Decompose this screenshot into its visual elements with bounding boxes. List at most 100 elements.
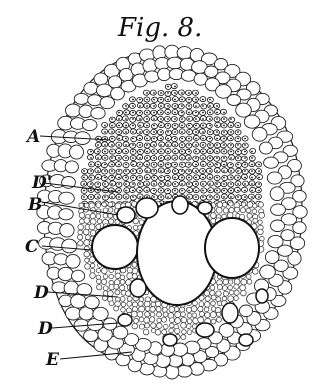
- cell-nucleus: [111, 177, 113, 179]
- cell-nucleus: [90, 170, 92, 172]
- vessel-left: [92, 225, 138, 269]
- cell-nucleus: [195, 151, 197, 153]
- cell-nucleus: [223, 144, 225, 146]
- parenchyma-cell: [241, 290, 247, 296]
- parenchyma-cell: [246, 275, 251, 280]
- epidermal-cell: [79, 105, 93, 118]
- cell-nucleus: [174, 92, 176, 94]
- parenchyma-cell: [163, 312, 168, 317]
- parenchyma-cell: [260, 236, 265, 241]
- cell-nucleus: [251, 177, 253, 179]
- cell-nucleus: [188, 92, 190, 94]
- parenchyma-cell: [181, 323, 187, 329]
- cell-nucleus: [153, 164, 155, 166]
- cell-nucleus: [132, 183, 134, 185]
- cell-nucleus: [258, 177, 260, 179]
- cell-nucleus: [167, 183, 169, 185]
- parenchyma-cell: [90, 273, 96, 279]
- cell-nucleus: [167, 151, 169, 153]
- cell-nucleus: [174, 105, 176, 107]
- cell-nucleus: [195, 177, 197, 179]
- cell-nucleus: [160, 105, 162, 107]
- cell-nucleus: [132, 151, 134, 153]
- parenchyma-cell: [210, 312, 216, 318]
- cell-nucleus: [230, 118, 232, 120]
- parenchyma-cell: [198, 317, 204, 323]
- parenchyma-cell: [109, 274, 114, 279]
- parenchyma-cell: [102, 202, 107, 207]
- epidermal-cell: [91, 108, 105, 119]
- cell-nucleus: [174, 170, 176, 172]
- cell-nucleus: [181, 151, 183, 153]
- cell-nucleus: [139, 170, 141, 172]
- parenchyma-cell: [162, 330, 167, 335]
- parenchyma-cell: [211, 319, 216, 324]
- cell-nucleus: [104, 164, 106, 166]
- cell-nucleus: [202, 183, 204, 185]
- cell-nucleus: [111, 144, 113, 146]
- parenchyma-cell: [151, 323, 156, 328]
- parenchyma-cell: [96, 268, 100, 272]
- parenchyma-cell: [85, 258, 89, 262]
- cell-nucleus: [174, 112, 176, 114]
- cell-nucleus: [181, 105, 183, 107]
- parenchyma-cell: [132, 323, 138, 329]
- mesh-cell: [87, 155, 93, 160]
- parenchyma-cell: [217, 285, 222, 290]
- cell-nucleus: [251, 164, 253, 166]
- cell-nucleus: [104, 144, 106, 146]
- mesh-cell: [222, 168, 228, 173]
- epidermal-cell: [260, 265, 276, 279]
- cell-nucleus: [244, 196, 246, 198]
- cell-nucleus: [202, 177, 204, 179]
- parenchyma-cell: [182, 330, 187, 335]
- cell-nucleus: [181, 138, 183, 140]
- cell-nucleus: [202, 99, 204, 101]
- parenchyma-cell: [108, 202, 113, 207]
- cell-nucleus: [209, 138, 211, 140]
- parenchyma-cell: [138, 301, 143, 306]
- cell-nucleus: [153, 92, 155, 94]
- cell-nucleus: [132, 125, 134, 127]
- cell-nucleus: [139, 183, 141, 185]
- parenchyma-cell: [96, 214, 101, 219]
- cell-nucleus: [118, 138, 120, 140]
- mesh-cell: [101, 176, 107, 181]
- cell-nucleus: [174, 99, 176, 101]
- parenchyma-cell: [234, 279, 240, 285]
- parenchyma-cell: [145, 323, 150, 328]
- cell-nucleus: [160, 196, 162, 198]
- cell-nucleus: [209, 196, 211, 198]
- cell-nucleus: [251, 190, 253, 192]
- cell-nucleus: [160, 170, 162, 172]
- mesh-cell: [145, 168, 151, 173]
- parenchyma-cell: [180, 307, 185, 312]
- cell-nucleus: [202, 125, 204, 127]
- cell-nucleus: [216, 164, 218, 166]
- epidermal-cell: [58, 267, 73, 280]
- parenchyma-cell: [85, 264, 91, 270]
- cell-nucleus: [118, 151, 120, 153]
- cell-nucleus: [223, 125, 225, 127]
- cell-nucleus: [139, 118, 141, 120]
- cell-nucleus: [223, 190, 225, 192]
- cell-nucleus: [188, 144, 190, 146]
- parenchyma-cell: [156, 307, 161, 312]
- cell-nucleus: [118, 112, 120, 114]
- parenchyma-cell: [164, 324, 169, 329]
- cell-nucleus: [125, 157, 127, 159]
- parenchyma-cell: [247, 279, 252, 284]
- cell-nucleus: [244, 138, 246, 140]
- cell-nucleus: [195, 196, 197, 198]
- cell-nucleus: [202, 190, 204, 192]
- parenchyma-cell: [223, 208, 228, 213]
- parenchyma-cell: [234, 296, 239, 301]
- parenchyma-cell: [252, 209, 257, 214]
- cell-nucleus: [104, 125, 106, 127]
- cell-nucleus: [251, 157, 253, 159]
- parenchyma-cell: [115, 273, 121, 279]
- parenchyma-cell: [84, 218, 90, 224]
- cell-nucleus: [188, 99, 190, 101]
- parenchyma-cell: [234, 284, 239, 289]
- parenchyma-cell: [132, 263, 137, 268]
